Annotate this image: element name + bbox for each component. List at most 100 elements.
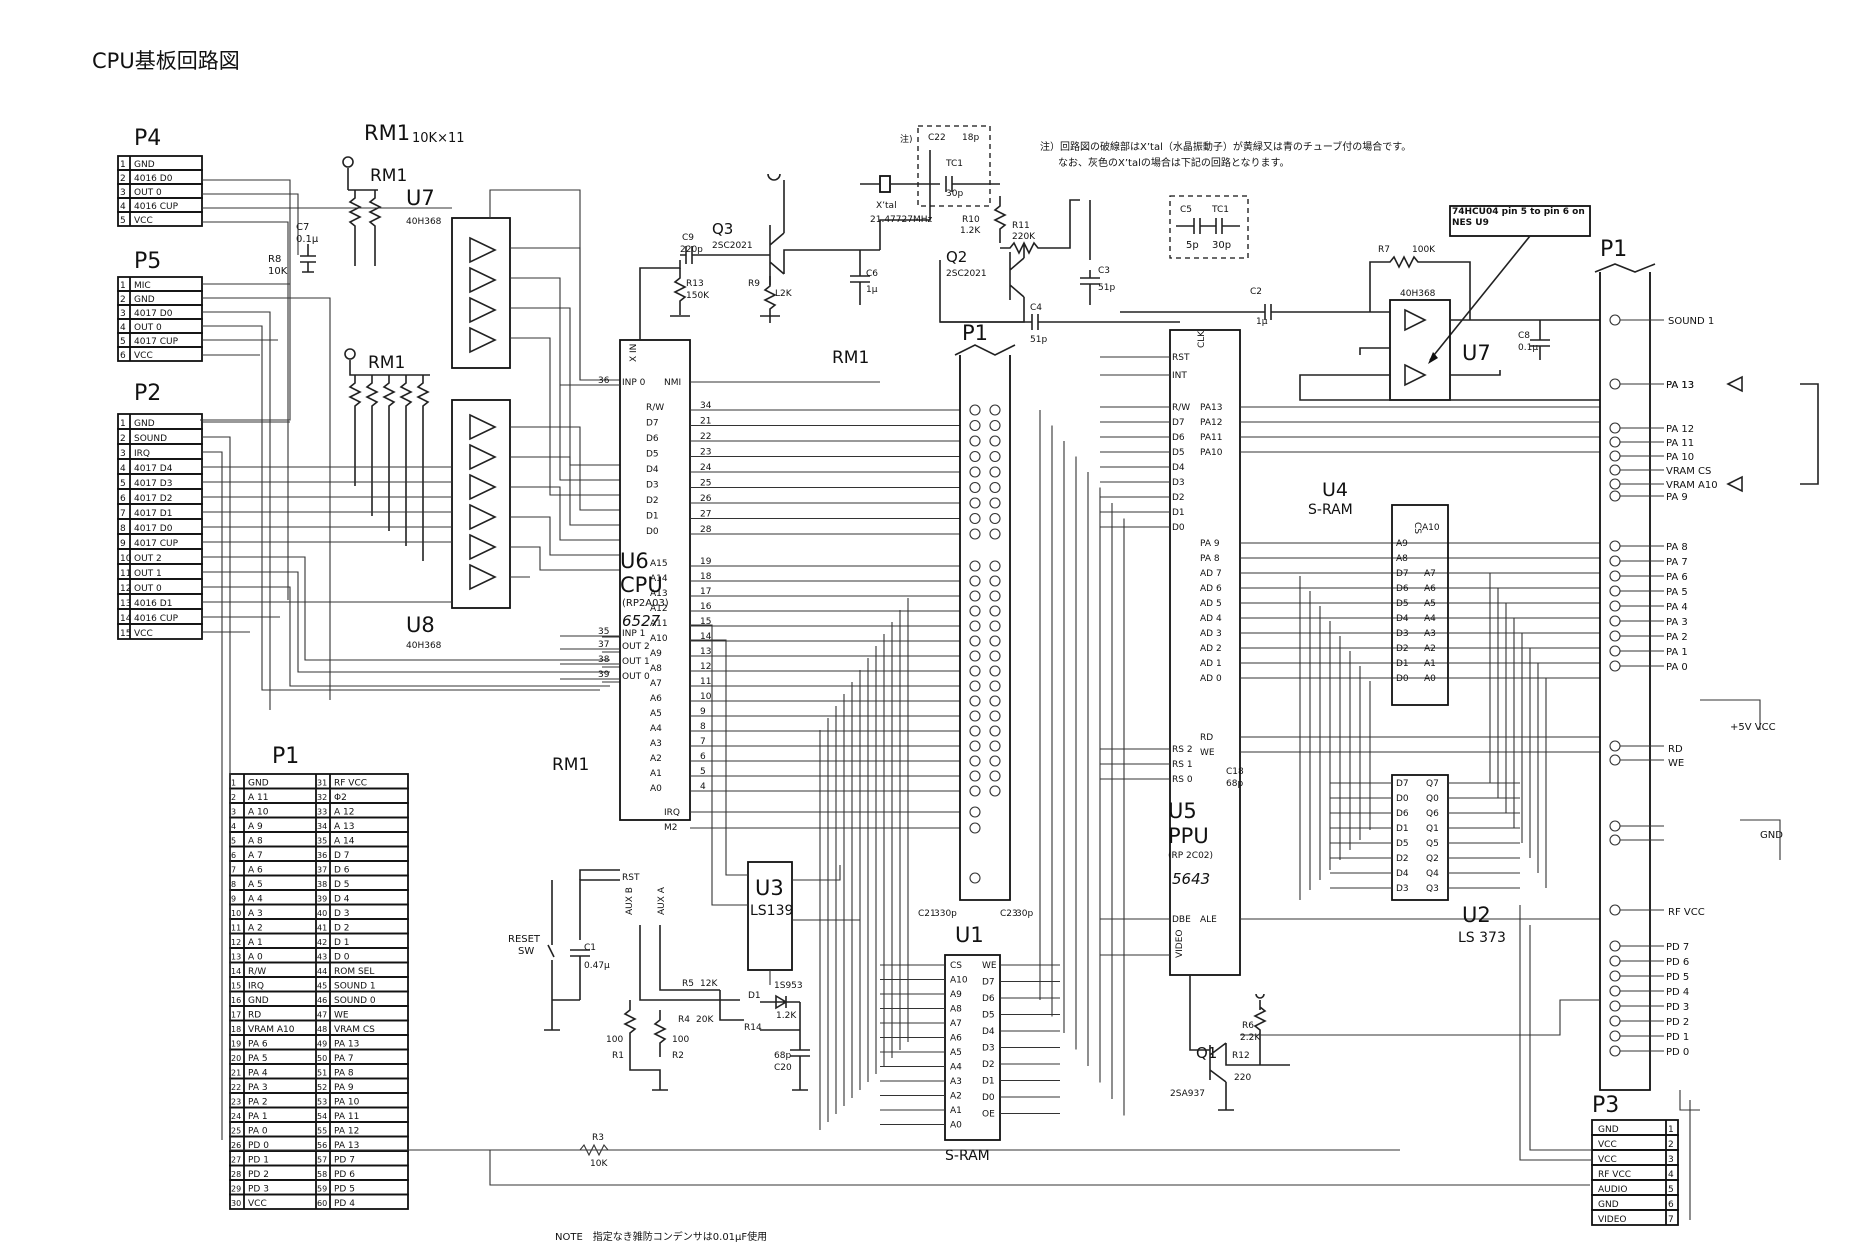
u2-pin: D6 [1396,809,1409,819]
u1-pin: A6 [950,1034,962,1044]
p1-pin-num: 23 [231,1098,241,1107]
p1-pin-num: 16 [231,996,241,1005]
cpu-pin-num: 6 [700,752,706,762]
p1-pin-label-right: D 6 [334,866,350,876]
p1-pin-label-right: D 5 [334,880,350,890]
c20-value: 68p [774,1051,791,1061]
cpu-addr-pin: A0 [650,784,662,794]
p1-pin-label-left: PA 2 [248,1098,268,1108]
p4-pin-label: OUT 0 [134,188,162,198]
p1-pin-label-right: PD 7 [334,1156,355,1166]
sound-signal: SOUND 1 [1668,316,1714,327]
cpu-io-pin: OUT 2 [622,642,650,652]
p3-label: P3 [1592,1093,1619,1118]
cpu-pin-num: 36 [598,376,610,386]
c20-label: C20 [774,1063,792,1073]
cpu-pin-num: 17 [700,587,711,597]
p1-pin-label-right: PA 13 [334,1141,359,1151]
p2-pin-num: 3 [120,449,126,459]
p5-pin-num: 6 [120,351,126,361]
p1-pin-num: 42 [317,938,327,947]
page-title: CPU基板回路図 [92,49,240,73]
p1-pin-label-right: D 3 [334,909,350,919]
p1-pin-num: 18 [231,1025,241,1034]
p1-pin-num: 50 [317,1054,327,1063]
p1-pin-label-right: PD 5 [334,1185,355,1195]
u5-handwritten: 5643 [1172,870,1210,888]
oscillator-section: Q3 2SC2021 C9 220p R13 150K R9 L2K 注) C2… [639,125,1249,345]
p1-pin-num: 12 [231,938,241,947]
cpu-data-pin: R/W [646,403,664,413]
u2-ls373-chip: U2 LS 373 D7D0D6D1D5D2D4D3Q7Q0Q6Q1Q5Q2Q4… [1330,774,1520,946]
p1-table-label: P1 [272,744,299,769]
ppu-pin: R/W [1172,403,1190,413]
u1-pin: A5 [950,1048,962,1058]
ppu-pin: D7 [1172,418,1185,428]
p1-pin-num: 51 [317,1069,327,1078]
u2-pin: Q0 [1426,794,1439,804]
cpu-addr-pin: A7 [650,679,662,689]
p5-pin-num: 5 [120,337,126,347]
p1-edge-connector-right: P1 [1594,237,1664,1091]
p1-pin-num: 39 [317,895,327,904]
cpu-pin-num: 27 [700,510,711,520]
p1-pin-num: 47 [317,1011,327,1020]
p2-pin-num: 12 [120,584,131,594]
u4-sram-chip: U4 S-RAM A9A8D7D6D5D4D3D2D1D0A7A6A5A4A3A… [1308,479,1600,706]
c2-label: C2 [1250,287,1262,297]
r10-label: R10 [962,215,980,225]
u1-sram-chip: U1 S-RAM CSA10A9A8A7A6A5A4A3A2A1A0WED7D6… [880,923,1060,1164]
xtal-value: 21.47727MHz [870,215,932,225]
u5-ref: U5 [1168,799,1197,823]
rm1-label-d: RM1 [832,348,869,368]
rf-vcc-label: RF VCC [1668,907,1705,918]
cpu-pin-num: 22 [700,432,711,442]
cpu-io-pin: INP 1 [622,629,645,639]
p1-pin-label-left: A 9 [248,822,263,832]
ppu-pin: D2 [1172,493,1185,503]
p1-pin-label-left: IRQ [248,982,264,992]
ppu-pin: AD 1 [1200,659,1222,669]
p1-pin-label-left: PA 1 [248,1112,268,1122]
u2-pin: Q4 [1426,869,1439,879]
p2-pin-label: 4017 D1 [134,509,172,519]
r1-label: R1 [612,1051,624,1061]
q1-video-transistor: Q1 2SA937 R6 2.2K R12 220 [1170,975,1290,1111]
p1-pin-num: 33 [317,808,327,817]
p5-pin-num: 3 [120,309,126,319]
r4-label: R4 [678,1015,690,1025]
p1-pin-num: 10 [231,909,241,918]
p1-pin-label-right: SOUND 0 [334,996,376,1006]
p5-pin-label: GND [134,295,155,305]
p2-pin-num: 1 [120,419,126,429]
p1-right-signal: PA 6 [1666,572,1688,583]
p1-pin-num: 3 [231,808,236,817]
tc1-value: 30p [946,189,963,199]
p1-pin-num: 8 [231,880,236,889]
u7b-ref: U7 [1462,341,1491,365]
ppu-pin: RS 2 [1172,745,1193,755]
cpu-pin-num: 15 [700,617,711,627]
p1-pin-label-left: PA 5 [248,1054,268,1064]
ppu-pin: AD 5 [1200,599,1222,609]
u4-pin: D6 [1396,584,1409,594]
p1-pin-num: 55 [317,1127,327,1136]
p4-pin-num: 2 [120,174,126,184]
p1-pin-num: 36 [317,851,327,860]
p1-pin-num: 4 [231,822,236,831]
p1-pin-num: 15 [231,982,241,991]
u1-pin: OE [982,1110,995,1120]
p4-pin-label: 4016 D0 [134,174,173,184]
p1-pin-label-right: PA 13 [334,1040,359,1050]
u2-pin: D2 [1396,854,1409,864]
u5-ppu-chip: U5 PPU (RP 2C02) 5643 RSTINTR/WD7D6D5D4D… [1100,329,1600,976]
ppu-pin: VIDEO [1175,929,1185,958]
bus-wiring [489,410,1781,1220]
r2-label: R2 [672,1051,684,1061]
p4-pin-label: VCC [134,216,153,226]
p2-pin-label: GND [134,419,155,429]
r7-value: 100K [1412,245,1436,255]
u1-pin: WE [982,961,997,971]
